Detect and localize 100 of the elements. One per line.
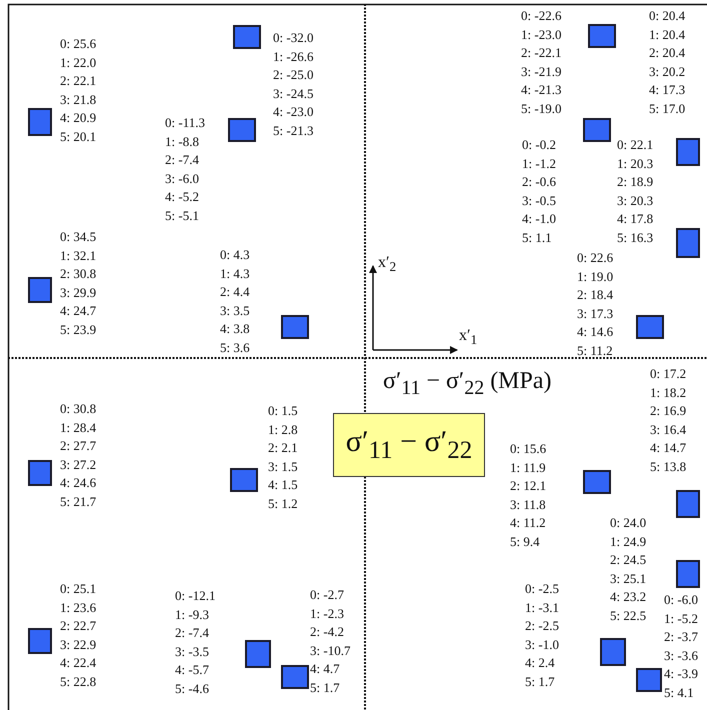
stress-value: 0: -12.1 <box>175 587 216 605</box>
stress-value: 1: 32.1 <box>60 246 96 264</box>
stress-value: 5: 3.6 <box>220 338 250 356</box>
stress-value: 2: -22.1 <box>521 44 562 62</box>
stress-value: 2: 2.1 <box>268 439 298 457</box>
stress-value: 2: -7.4 <box>165 151 199 169</box>
stress-value: 4: 24.7 <box>60 302 96 320</box>
stress-value: 2: 12.1 <box>510 477 546 495</box>
stress-value: 5: 17.0 <box>649 100 686 118</box>
stress-value: 1: -5.2 <box>664 610 698 628</box>
stress-value: 5: 20.1 <box>60 128 96 146</box>
stress-value: 3: 20.2 <box>649 62 686 80</box>
grain-square <box>28 108 52 136</box>
grain-square <box>228 118 256 142</box>
stress-value: 4: 14.6 <box>577 323 614 341</box>
stress-value: 5: 1.7 <box>525 672 555 690</box>
stress-value: 5: 21.7 <box>60 492 96 510</box>
stress-value: 0: -0.2 <box>522 136 556 154</box>
stress-value: 3: -1.0 <box>525 636 559 654</box>
stress-value: 3: 29.9 <box>60 284 96 302</box>
formula-box <box>333 413 485 477</box>
stress-value: 1: 28.4 <box>60 418 96 436</box>
stress-value: 0: 1.5 <box>268 402 298 420</box>
stress-value: 3: 1.5 <box>268 458 298 476</box>
grain-square <box>676 560 700 588</box>
stress-value: 0: 20.4 <box>649 7 686 25</box>
stress-value: 0: 30.8 <box>60 400 96 418</box>
stress-value: 4: 22.4 <box>60 654 96 672</box>
stress-value: 4: 24.6 <box>60 474 96 492</box>
stress-value: 2: 4.4 <box>220 283 250 301</box>
grain-square <box>676 228 700 258</box>
stress-value: 0: 24.0 <box>610 514 646 532</box>
stress-value: 4: -21.3 <box>521 81 562 99</box>
stress-value: 5: -5.1 <box>165 206 199 224</box>
stress-value: 3: 27.2 <box>60 456 96 474</box>
stress-value: 5: 1.1 <box>522 228 552 246</box>
stress-value: 2: -4.2 <box>310 623 344 641</box>
stress-value: 3: 21.8 <box>60 90 96 108</box>
formula-text: σ′$_{11}$ − σ′$_{22}$ <box>346 425 472 465</box>
grain-square <box>636 315 664 339</box>
stress-value: 0: -6.0 <box>664 591 698 609</box>
stress-value: 5: 22.5 <box>610 606 646 624</box>
grain-square <box>281 315 309 339</box>
grain-square <box>676 138 700 166</box>
stress-value: 3: 17.3 <box>577 304 614 322</box>
stress-value: 4: -5.7 <box>175 661 209 679</box>
stress-value: 2: -2.5 <box>525 617 559 635</box>
stress-value: 1: 19.0 <box>577 268 614 286</box>
stress-value: 0: 17.2 <box>650 365 686 383</box>
stress-value: 4: -5.2 <box>165 188 199 206</box>
stress-value: 4: 17.8 <box>617 210 654 228</box>
stress-value: 0: 15.6 <box>510 440 546 458</box>
grain-square <box>636 668 662 692</box>
stress-value: 3: 3.5 <box>220 302 250 320</box>
stress-value: 4: 14.7 <box>650 439 686 457</box>
stress-value: 4: 1.5 <box>268 476 298 494</box>
stress-value: 1: 22.0 <box>60 54 96 72</box>
stress-value: 5: 16.3 <box>617 228 654 246</box>
stress-value: 2: 27.7 <box>60 437 96 455</box>
stress-value: 1: -2.3 <box>310 604 344 622</box>
stress-value: 1: 20.3 <box>617 154 654 172</box>
stress-value: 2: 20.4 <box>649 44 686 62</box>
stress-value: 5: 22.8 <box>60 672 96 690</box>
stress-value: 1: 18.2 <box>650 384 686 402</box>
stress-value: 4: 20.9 <box>60 109 96 127</box>
stress-value: 1: -9.3 <box>175 606 209 624</box>
stress-value: 5: 13.8 <box>650 458 686 476</box>
stress-value: 5: -19.0 <box>521 100 562 118</box>
stress-value: 5: -4.6 <box>175 680 209 698</box>
stress-value: 1: -26.6 <box>273 48 314 66</box>
stress-value: 5: 4.1 <box>664 684 694 702</box>
stress-value: 0: 22.6 <box>577 249 614 267</box>
stress-value: 1: 4.3 <box>220 264 250 282</box>
grain-square <box>588 24 616 48</box>
stress-value: 1: 24.9 <box>610 532 646 550</box>
stress-value: 4: 2.4 <box>525 654 555 672</box>
stress-value: 3: -0.5 <box>522 192 556 210</box>
axis-label: x′$_{1}$ <box>459 327 478 348</box>
stress-value: 0: 22.1 <box>617 136 654 154</box>
stress-value: 2: 18.9 <box>617 173 654 191</box>
stress-value: 0: -11.3 <box>165 114 205 132</box>
stress-value: 3: -3.5 <box>175 642 209 660</box>
stress-value: 0: 25.6 <box>60 35 96 53</box>
stress-value: 5: 1.2 <box>268 494 298 512</box>
grain-square <box>676 490 700 518</box>
stress-value: 3: 16.4 <box>650 420 686 438</box>
stress-value: 2: 16.9 <box>650 402 686 420</box>
grain-square <box>233 25 261 49</box>
stress-value: 2: -7.4 <box>175 624 209 642</box>
stress-value: 5: -21.3 <box>273 122 314 140</box>
stress-value: 2: 24.5 <box>610 551 646 569</box>
stress-value: 4: -1.0 <box>522 210 556 228</box>
stress-value: 1: -23.0 <box>521 26 562 44</box>
stress-value: 1: 20.4 <box>649 26 686 44</box>
stress-value: 3: 22.9 <box>60 636 96 654</box>
grain-square <box>28 460 52 486</box>
stress-value: 3: 25.1 <box>610 570 646 588</box>
grain-square <box>245 640 271 668</box>
stress-value: 5: 9.4 <box>510 532 540 550</box>
stress-value: 1: -1.2 <box>522 154 556 172</box>
